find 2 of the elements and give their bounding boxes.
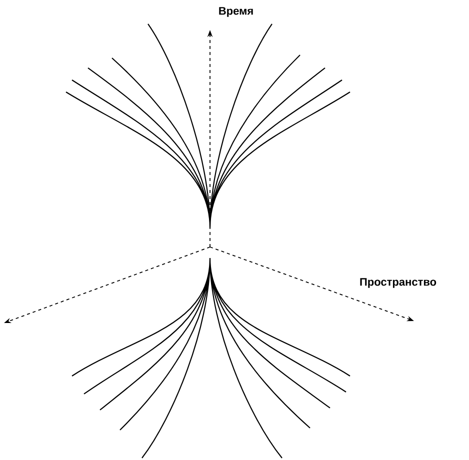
axis-label: Время (219, 7, 253, 17)
axis-label: Пространство (360, 278, 436, 288)
